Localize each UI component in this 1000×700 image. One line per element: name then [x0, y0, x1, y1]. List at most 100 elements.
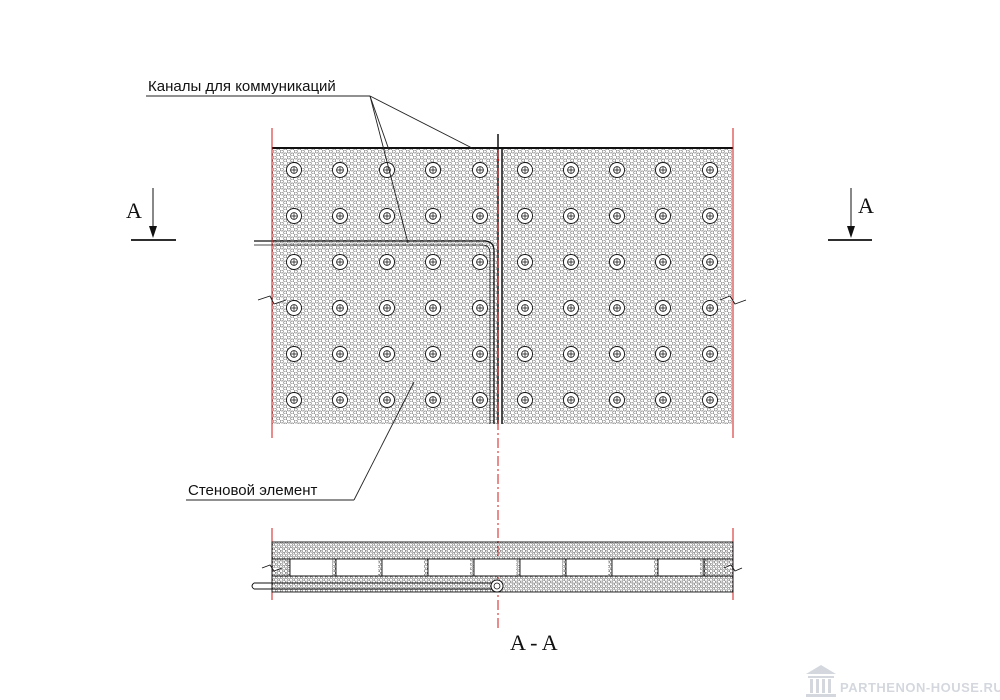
circle-plus-icon	[609, 208, 625, 224]
section-chambers	[271, 558, 734, 577]
circle-plus-icon	[517, 300, 533, 316]
watermark-text: PARTHENON-HOUSE.RU	[840, 680, 1000, 695]
circle-plus-icon	[609, 346, 625, 362]
channels-label: Каналы для коммуникаций	[148, 78, 336, 95]
circle-plus-icon	[563, 208, 579, 224]
circle-plus-icon	[332, 392, 348, 408]
circle-plus-icon	[425, 300, 441, 316]
circle-plus-icon	[563, 162, 579, 178]
section-chamber	[473, 558, 521, 577]
right-break-mark	[719, 295, 747, 305]
left-wall-panel	[272, 148, 498, 424]
circle-plus-icon	[655, 346, 671, 362]
circle-plus-icon	[332, 208, 348, 224]
section-chamber	[565, 558, 613, 577]
circle-plus-icon	[379, 392, 395, 408]
circle-plus-icon	[702, 208, 718, 224]
circle-plus-icon	[702, 300, 718, 316]
circle-plus-icon	[472, 254, 488, 270]
circle-plus-icon	[702, 346, 718, 362]
circle-plus-icon	[655, 162, 671, 178]
circle-plus-icon	[332, 162, 348, 178]
axis-point	[496, 158, 500, 162]
circle-plus-icon	[609, 254, 625, 270]
circle-plus-icon	[609, 162, 625, 178]
circle-plus-icon	[425, 208, 441, 224]
section-chamber	[519, 558, 567, 577]
section-label-right: A	[858, 193, 874, 218]
left-break-mark	[257, 295, 287, 305]
section-chamber	[427, 558, 475, 577]
channel-grid	[286, 162, 718, 408]
section-chamber	[381, 558, 429, 577]
section-chamber	[289, 558, 337, 577]
arrow-down-icon	[149, 226, 157, 238]
section-label-left: A	[126, 198, 142, 223]
circle-plus-icon	[517, 254, 533, 270]
circle-plus-icon	[286, 162, 302, 178]
circle-plus-icon	[286, 300, 302, 316]
channels-callout: Каналы для коммуникаций	[146, 78, 473, 244]
circle-plus-icon	[379, 208, 395, 224]
circle-plus-icon	[425, 254, 441, 270]
circle-plus-icon	[702, 254, 718, 270]
circle-plus-icon	[517, 392, 533, 408]
circle-plus-icon	[332, 300, 348, 316]
circle-plus-icon	[286, 208, 302, 224]
right-wall-panel	[502, 148, 732, 424]
circle-plus-icon	[655, 254, 671, 270]
section-chamber	[335, 558, 383, 577]
horizontal-channel-line-inner	[254, 244, 491, 424]
circle-plus-icon	[563, 254, 579, 270]
circle-plus-icon	[472, 300, 488, 316]
circle-plus-icon	[425, 392, 441, 408]
circle-plus-icon	[379, 300, 395, 316]
wall-element-label: Стеновой элемент	[188, 482, 318, 499]
circle-plus-icon	[655, 392, 671, 408]
circle-plus-icon	[379, 162, 395, 178]
circle-plus-icon	[472, 346, 488, 362]
section-pipe-bend-inner	[493, 582, 501, 590]
circle-plus-icon	[702, 392, 718, 408]
temple-icon	[806, 665, 836, 697]
section-marker-left: A	[126, 188, 176, 241]
circle-plus-icon	[286, 392, 302, 408]
circle-plus-icon	[563, 300, 579, 316]
circle-plus-icon	[425, 346, 441, 362]
circle-plus-icon	[379, 254, 395, 270]
circle-plus-icon	[425, 162, 441, 178]
circle-plus-icon	[609, 300, 625, 316]
circle-plus-icon	[563, 392, 579, 408]
circle-plus-icon	[517, 162, 533, 178]
circle-plus-icon	[517, 346, 533, 362]
circle-plus-icon	[379, 346, 395, 362]
section-chamber	[657, 558, 705, 577]
horizontal-channel-line	[254, 240, 495, 424]
section-channel-pipe	[254, 582, 494, 590]
circle-plus-icon	[472, 162, 488, 178]
plan-view	[254, 128, 747, 438]
site-watermark: PARTHENON-HOUSE.RU	[806, 665, 1000, 697]
section-top-band	[271, 541, 734, 560]
section-right-break	[723, 564, 743, 572]
circle-plus-icon	[609, 392, 625, 408]
circle-plus-icon	[563, 346, 579, 362]
circle-plus-icon	[472, 392, 488, 408]
section-pipe-bend	[490, 579, 504, 593]
section-pipe-end	[251, 582, 255, 590]
section-marker-right: A	[828, 188, 874, 241]
circle-plus-icon	[286, 254, 302, 270]
section-left-break	[261, 564, 283, 572]
circle-plus-icon	[517, 208, 533, 224]
circle-plus-icon	[472, 208, 488, 224]
circle-plus-icon	[332, 254, 348, 270]
section-view: A - A	[251, 528, 743, 655]
circle-plus-icon	[702, 162, 718, 178]
section-title: A - A	[510, 630, 558, 655]
circle-plus-icon	[286, 346, 302, 362]
circle-plus-icon	[332, 346, 348, 362]
arrow-down-icon	[847, 226, 855, 238]
section-chamber	[611, 558, 659, 577]
circle-plus-icon	[655, 208, 671, 224]
